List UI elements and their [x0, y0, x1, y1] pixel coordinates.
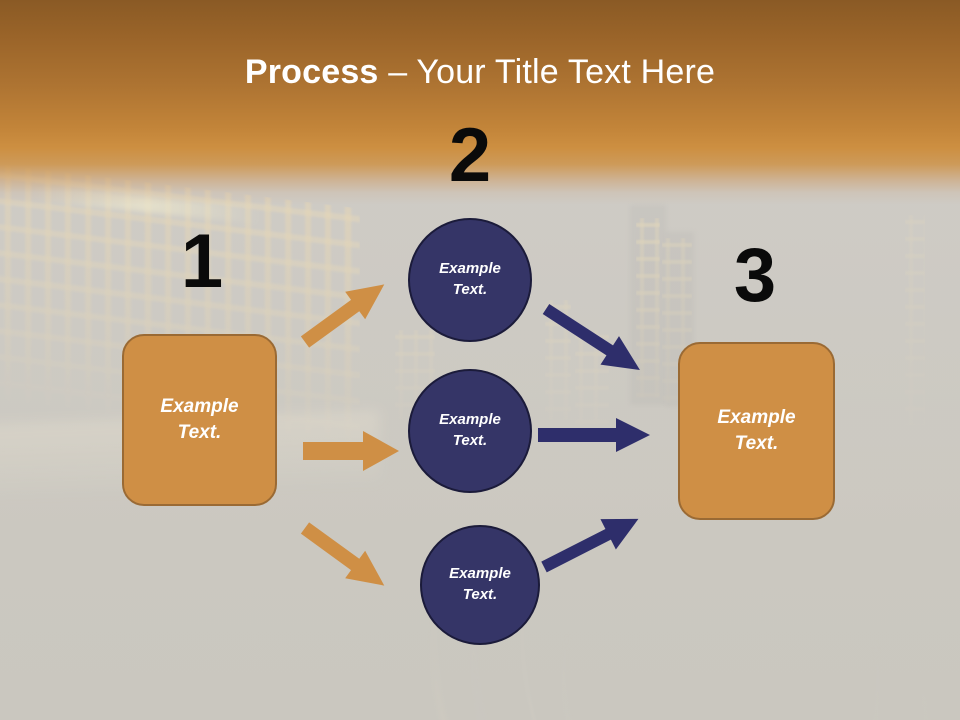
- stage-two-circle-top[interactable]: Example Text.: [408, 218, 532, 342]
- arrow-left-to-bottom-circle: [295, 514, 394, 599]
- stage-one-box[interactable]: Example Text.: [122, 334, 277, 506]
- arrow-bottom-circle-to-right: [536, 504, 646, 582]
- stage-two-circle-bottom[interactable]: Example Text.: [420, 525, 540, 645]
- stage-two-circle-bottom-line2: Text.: [462, 586, 498, 603]
- step-number-2: 2: [448, 113, 492, 198]
- stage-three-box-label: Example Text.: [717, 405, 795, 457]
- arrow-left-to-mid-circle: [303, 431, 399, 471]
- stage-three-box-line1: Example: [717, 406, 796, 428]
- stage-two-circle-top-line2: Text.: [452, 281, 488, 298]
- arrow-top-circle-to-right: [537, 295, 649, 385]
- stage-two-circle-middle-label: Example Text.: [439, 410, 501, 451]
- stage-one-box-label: Example Text.: [160, 394, 238, 446]
- arrow-left-to-top-circle: [295, 271, 394, 356]
- stage-two-circle-middle-line2: Text.: [452, 432, 488, 449]
- stage-one-box-line1: Example: [160, 395, 239, 417]
- slide-title: Process – Your Title Text Here: [0, 52, 960, 92]
- stage-two-circle-middle-line1: Example: [439, 411, 501, 429]
- stage-three-box[interactable]: Example Text.: [678, 342, 835, 520]
- stage-two-circle-bottom-line1: Example: [449, 565, 511, 583]
- stage-two-circle-bottom-label: Example Text.: [449, 564, 511, 605]
- step-number-1: 1: [180, 219, 224, 304]
- stage-one-box-line2: Text.: [177, 422, 222, 443]
- arrow-mid-circle-to-right: [538, 418, 650, 452]
- stage-two-circle-top-line1: Example: [439, 260, 501, 278]
- stage-two-circle-middle[interactable]: Example Text.: [408, 369, 532, 493]
- slide-title-bold: Process: [244, 53, 379, 91]
- stage-two-circle-top-label: Example Text.: [439, 259, 501, 300]
- slide-title-rest: – Your Title Text Here: [378, 53, 716, 91]
- step-number-3: 3: [733, 233, 777, 318]
- stage-three-box-line2: Text.: [734, 433, 779, 454]
